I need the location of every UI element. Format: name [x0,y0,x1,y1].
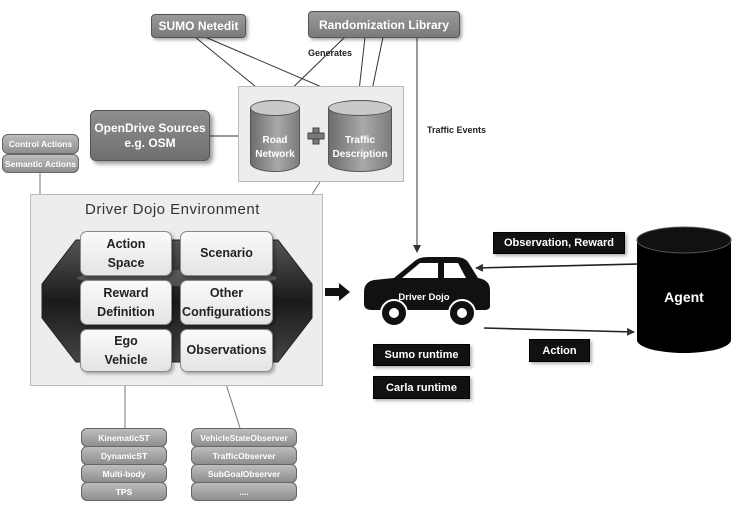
sumo-runtime-box: Sumo runtime [373,344,470,366]
sumo-netedit-box: SUMO Netedit [151,14,246,38]
tile-other-configurations: Other Configurations [180,280,273,325]
tile-observations: Observations [180,329,273,372]
agent-cylinder [636,226,732,353]
observer-vehicle-state: VehicleStateObserver [191,428,297,447]
tile-ego-l1: Ego [114,333,138,348]
car-label: Driver Dojo [398,292,450,303]
road-label-1: Road [262,135,288,146]
traffic-description-cylinder: Traffic Description [328,100,392,172]
control-actions-disc: Control Actions [2,134,79,154]
semantic-actions-disc: Semantic Actions [2,154,79,173]
opendrive-title: OpenDrive Sources [94,120,206,135]
arrow-agent-to-car [475,263,638,272]
tile-reward-definition: Reward Definition [80,280,172,325]
tile-ego-l2: Vehicle [104,352,148,367]
tile-other-l2: Configurations [182,304,271,319]
tile-action-space-l2: Space [107,255,145,270]
observer-traffic: TrafficObserver [191,446,297,465]
bold-arrow-icon [325,283,350,301]
vehicle-model-tps: TPS [81,482,167,501]
tile-action-space-l1: Action [106,236,146,251]
plus-icon [307,127,325,145]
vehicle-model-multibody: Multi-body [81,464,167,483]
opendrive-subtitle: e.g. OSM [124,135,176,150]
arrow-car-to-agent [483,327,635,336]
tile-action-space: Action Space [80,231,172,276]
tile-ego-vehicle: Ego Vehicle [80,329,172,372]
generates-label: Generates [308,48,353,58]
traffic-label-1: Traffic [344,135,375,146]
tile-reward-l1: Reward [103,285,149,300]
road-label-2: Network [255,149,295,160]
opendrive-sources-box: OpenDrive Sources e.g. OSM [90,110,210,161]
tile-observations-l1: Observations [186,343,267,357]
carla-runtime-box: Carla runtime [373,376,470,399]
car-icon [364,257,490,327]
vehicle-model-kinematic: KinematicST [81,428,167,447]
traffic-label-2: Description [332,149,388,160]
observer-more: .... [191,482,297,501]
traffic-events-label: Traffic Events [427,125,487,135]
vehicle-model-dynamic: DynamicST [81,446,167,465]
agent-label: Agent [664,289,704,305]
observer-subgoal: SubGoalObserver [191,464,297,483]
tile-scenario-l1: Scenario [200,246,253,260]
tile-reward-l2: Definition [97,304,155,319]
tile-scenario: Scenario [180,231,273,276]
environment-title: Driver Dojo Environment [85,201,260,218]
observation-reward-label: Observation, Reward [493,232,625,254]
road-network-cylinder: Road Network [250,100,300,172]
action-label: Action [529,339,590,362]
tile-other-l1: Other [209,285,244,300]
environment-hex-backdrop [41,239,313,363]
randomization-library-box: Randomization Library [308,11,460,38]
